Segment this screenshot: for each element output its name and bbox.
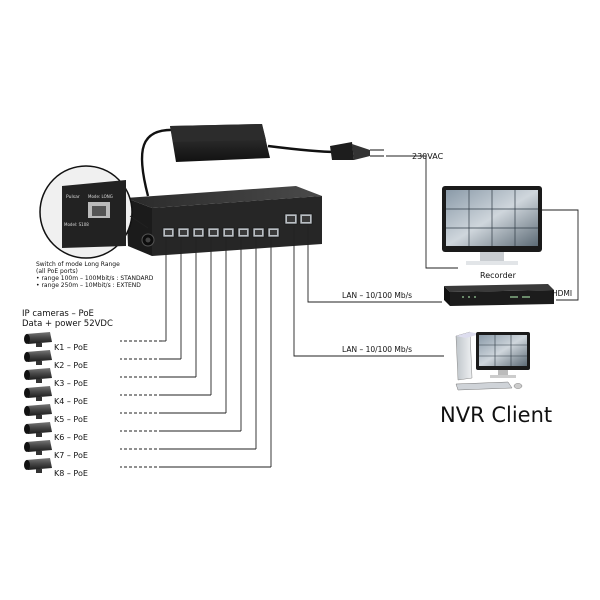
camera-lens [24, 370, 30, 380]
camera-lens [24, 352, 30, 362]
camera-lens [24, 442, 30, 452]
camera-8: K8 – PoE [24, 458, 88, 478]
camera-label: K2 – PoE [54, 361, 88, 370]
recorder-lan-label: LAN – 10/100 Mb/s [342, 291, 412, 300]
recorder-monitor [442, 186, 542, 265]
camera-body [26, 350, 52, 362]
camera-lens [24, 424, 30, 434]
switch-ports [162, 213, 313, 238]
camera-mount [36, 361, 42, 365]
voltage-label: 230VAC [412, 152, 444, 161]
client-lan-label: LAN – 10/100 Mb/s [342, 345, 412, 354]
camera-1: K1 – PoE [24, 332, 88, 352]
camera-mount [36, 379, 42, 383]
camera-body [26, 386, 52, 398]
camera-6: K6 – PoE [24, 422, 88, 442]
camera-body [26, 368, 52, 380]
camera-7: K7 – PoE [24, 440, 88, 460]
power-plug [330, 142, 384, 160]
inset-brand: Pulsar [66, 194, 80, 200]
recorder-lan-cable [307, 226, 442, 303]
client-title: NVR Client [440, 403, 552, 427]
client-lan-cable [293, 226, 444, 357]
camera-label: K1 – PoE [54, 343, 88, 352]
camera-body [26, 458, 52, 470]
camera-mount [36, 397, 42, 401]
mode-note-line3: • range 100m – 100Mbit/s : STANDARD [36, 275, 154, 282]
hdmi-cable [542, 209, 579, 301]
hdmi-label: HDMI [552, 289, 572, 298]
inset-model: Model: S108 [64, 222, 89, 227]
camera-list: K1 – PoE K2 – PoE K3 – PoE K4 – PoE K5 – PoE… [24, 332, 88, 478]
camera-label: K8 – PoE [54, 469, 88, 478]
camera-mount [36, 469, 42, 473]
camera-mount [36, 451, 42, 455]
mode-note-line4: • range 250m – 10Mbit/s : EXTEND [36, 282, 141, 289]
camera-label: K7 – PoE [54, 451, 88, 460]
mode-note-line1: Switch of mode Long Range [36, 261, 120, 268]
recorder-device [444, 284, 554, 306]
power-drop-line [410, 155, 427, 186]
camera-cables [120, 237, 272, 468]
inset-mode: Mode: LONG [88, 194, 113, 199]
camera-body [26, 422, 52, 434]
cameras-title-line2: Data + power 52VDC [22, 319, 113, 329]
camera-mount [36, 415, 42, 419]
client-computer [455, 331, 530, 391]
power-to-recorder-line [425, 186, 458, 269]
camera-mount [36, 343, 42, 347]
camera-lens [24, 406, 30, 416]
mode-note-line2: (all PoE ports) [36, 268, 78, 275]
camera-4: K4 – PoE [24, 386, 88, 406]
camera-lens [24, 334, 30, 344]
camera-body [26, 332, 52, 344]
camera-body [26, 404, 52, 416]
recorder-label: Recorder [480, 271, 517, 280]
camera-2: K2 – PoE [24, 350, 88, 370]
camera-label: K6 – PoE [54, 433, 88, 442]
camera-lens [24, 460, 30, 470]
power-adapter [140, 124, 337, 197]
cameras-title-line1: IP cameras – PoE [22, 309, 94, 319]
camera-3: K3 – PoE [24, 368, 88, 388]
switch-inset: Pulsar Model: S108 Mode: LONG [39, 165, 149, 259]
camera-label: K4 – PoE [54, 397, 88, 406]
camera-mount [36, 433, 42, 437]
poe-switch [126, 186, 322, 256]
camera-body [26, 440, 52, 452]
camera-label: K5 – PoE [54, 415, 88, 424]
camera-lens [24, 388, 30, 398]
camera-5: K5 – PoE [24, 404, 88, 424]
camera-label: K3 – PoE [54, 379, 88, 388]
